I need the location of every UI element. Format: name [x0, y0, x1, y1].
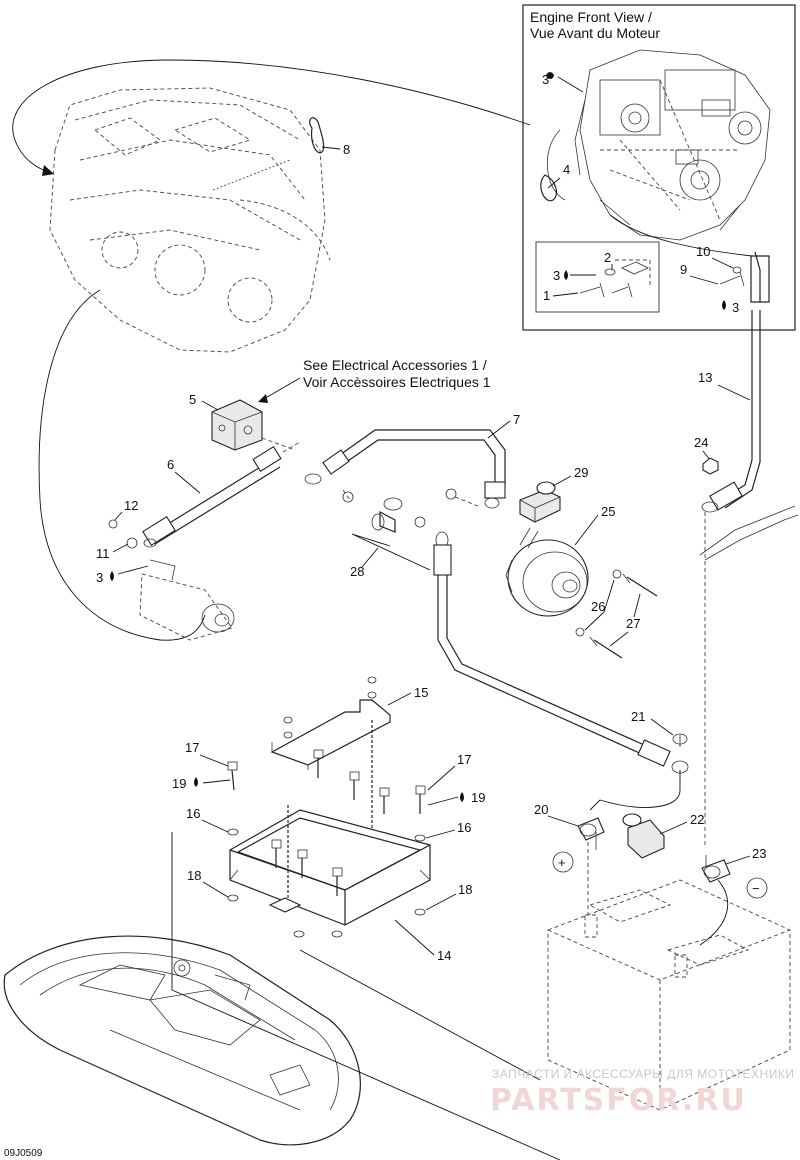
positive-battery-cable: [433, 531, 689, 774]
hold-down-bracket: [270, 699, 391, 770]
callout-9: 9: [680, 262, 687, 277]
boat-hull: [3, 935, 361, 1146]
boat-reference-line: [171, 832, 561, 1160]
inset-title-line1: Engine Front View /: [530, 9, 652, 25]
cable-grommet: [371, 497, 426, 533]
callout-23: 23: [752, 846, 766, 861]
starter-cable: [142, 441, 301, 548]
callout-22: 22: [690, 812, 704, 827]
negative-battery-cable: [699, 310, 799, 845]
callout-19-right: 19: [471, 790, 485, 805]
positive-symbol: +: [558, 855, 566, 870]
loctite-drop-icon: [546, 72, 554, 79]
jumper-cable: [304, 429, 506, 509]
arrow-head-icon: [258, 394, 268, 403]
callout-25: 25: [601, 504, 615, 519]
reference-note-line1: See Electrical Accessories 1 /: [303, 357, 487, 373]
callout-8: 8: [343, 142, 350, 157]
callout-6: 6: [167, 457, 174, 472]
callout-17-left: 17: [185, 740, 199, 755]
callout-16-right: 16: [457, 820, 471, 835]
callout-10: 10: [696, 244, 710, 259]
callout-16-left: 16: [186, 806, 200, 821]
callout-24: 24: [694, 435, 708, 450]
callout-3-left: 3: [553, 268, 560, 283]
loctite-drop-icon: [722, 300, 726, 310]
callout-3-top: 3: [542, 72, 549, 87]
callout-2: 2: [604, 250, 611, 265]
negative-terminal-clamp: [699, 855, 731, 946]
callout-14: 14: [437, 948, 451, 963]
watermark-line2: PARTSFOR.RU: [490, 1083, 747, 1118]
callout-4: 4: [563, 162, 570, 177]
callout-3-main: 3: [96, 570, 103, 585]
engine-front-drawing: [546, 49, 771, 241]
solenoid: [211, 399, 296, 451]
callout-21: 21: [631, 709, 645, 724]
positive-lead-line: [589, 770, 681, 811]
battery: [547, 879, 791, 1111]
positive-symbol-ring: [552, 851, 574, 873]
loctite-drop-icon: [110, 571, 114, 581]
watermark-line1: ЗАПЧАСТИ И АКСЕССУАРЫ ДЛЯ МОТОТЕХНИКИ: [492, 1067, 794, 1081]
callout-20: 20: [534, 802, 548, 817]
tray-fasteners: [227, 676, 426, 938]
engine-block: 8: [49, 87, 350, 353]
positive-terminal-clamp: [577, 817, 605, 915]
starter-reference-line: [38, 289, 206, 641]
starter-motor: [139, 559, 235, 641]
callout-11: 11: [96, 546, 110, 561]
inset-title-line2: Vue Avant du Moteur: [530, 25, 660, 41]
callout-15: 15: [414, 685, 428, 700]
nut-icon: [702, 457, 719, 475]
callout-29: 29: [574, 465, 588, 480]
horn: [505, 527, 589, 617]
callout-12: 12: [124, 498, 138, 513]
callout-19-left: 19: [172, 776, 186, 791]
callout-5: 5: [189, 392, 196, 407]
positive-terminal-cover: [622, 813, 665, 859]
callout-18-left: 18: [187, 868, 201, 883]
engine-front-view-inset: Engine Front View / Vue Avant du Moteur: [522, 4, 796, 331]
inset-reference-arrow: [12, 59, 531, 173]
callout-13: 13: [698, 370, 712, 385]
arrow-head-icon: [42, 165, 54, 176]
loctite-drop-icon: [460, 792, 464, 802]
callout-1: 1: [543, 288, 550, 303]
battery-tray: [229, 809, 431, 926]
callout-26: 26: [591, 599, 605, 614]
terminal-cap: [519, 481, 561, 523]
negative-symbol: −: [752, 881, 760, 896]
callout-17-right: 17: [457, 752, 471, 767]
callout-18-right: 18: [458, 882, 472, 897]
loctite-drop-icon: [564, 270, 568, 280]
horn-screws: [575, 569, 658, 659]
callout-3-right: 3: [732, 300, 739, 315]
callout-28: 28: [350, 564, 364, 579]
callout-27: 27: [626, 616, 640, 631]
diagram-code: 09J0509: [4, 1148, 43, 1159]
mount-screw-assembly: [579, 259, 651, 298]
negative-symbol-ring: [746, 877, 768, 899]
reference-note-line2: Voir Accèssoires Electriques 1: [303, 374, 491, 390]
callout-7: 7: [513, 412, 520, 427]
loctite-drop-icon: [194, 777, 198, 787]
